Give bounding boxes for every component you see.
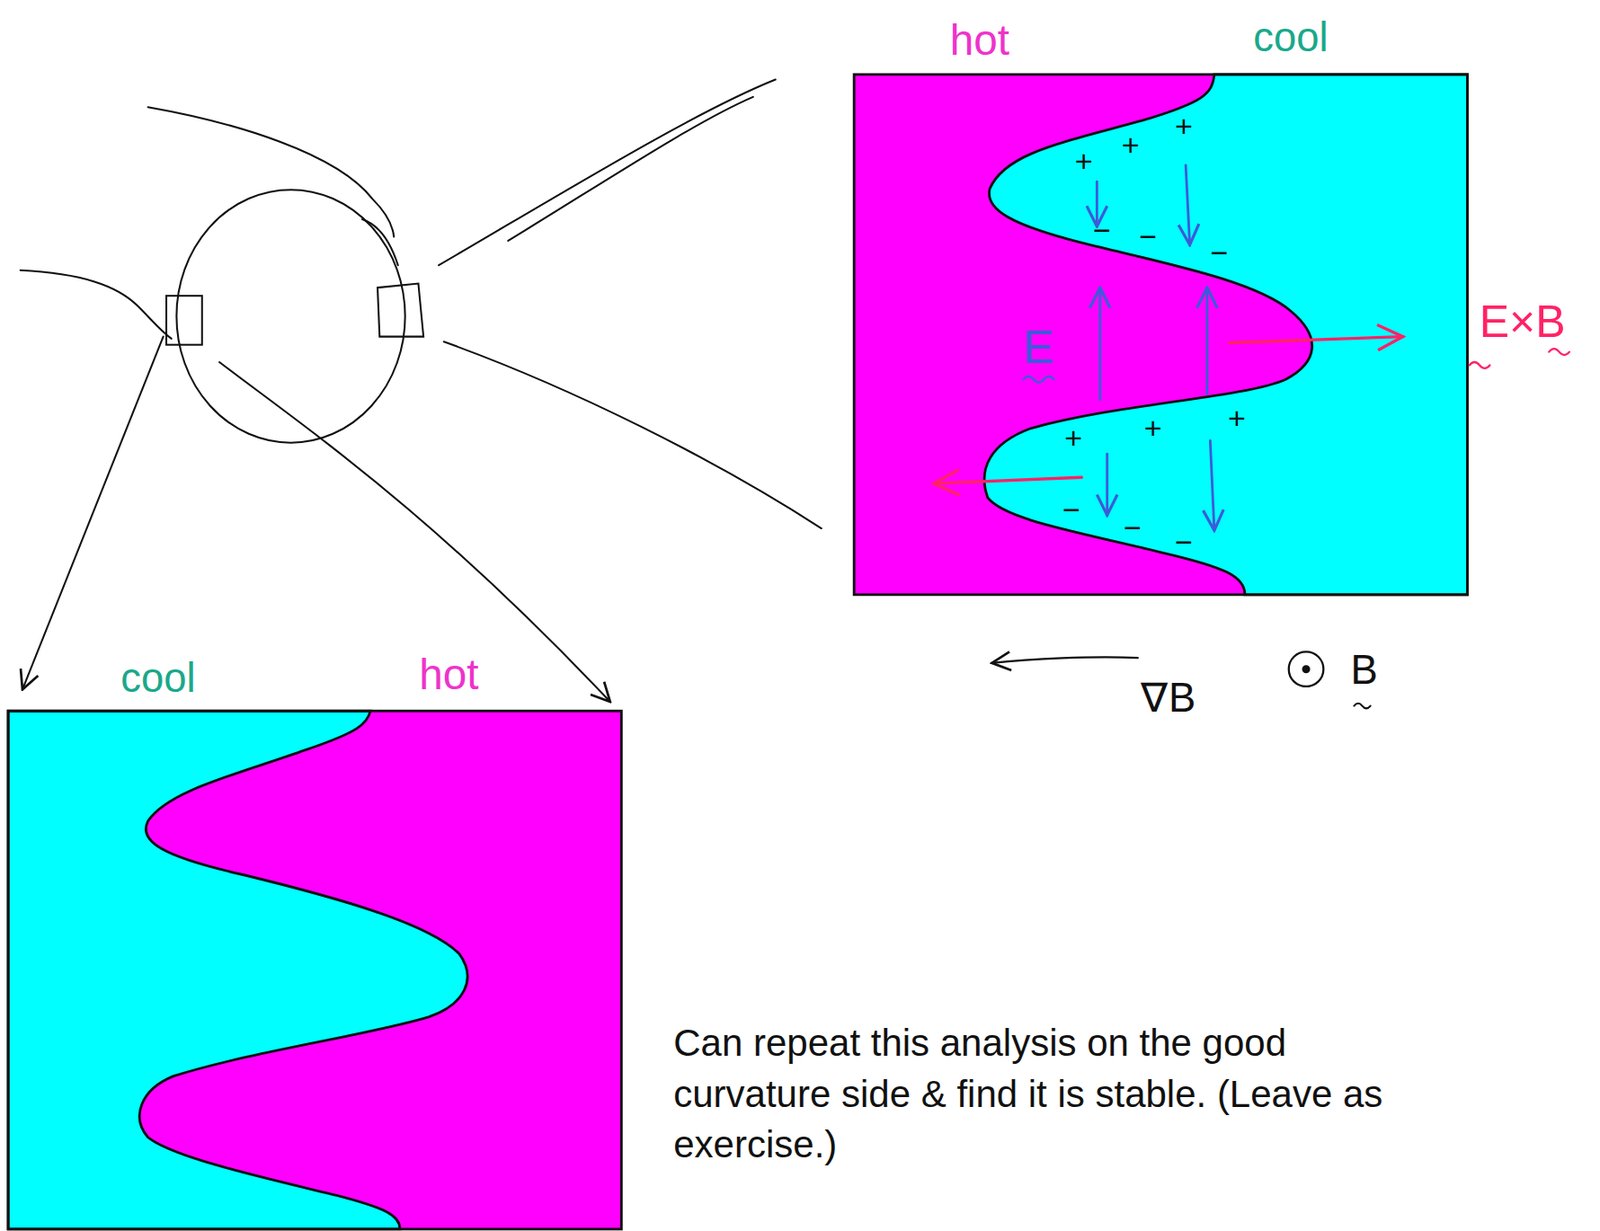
zoom-line bbox=[507, 97, 753, 241]
charge-sign: − bbox=[1138, 221, 1157, 252]
zoom-arrow bbox=[22, 337, 164, 691]
region-label: cool bbox=[1253, 16, 1328, 57]
charge-sign: − bbox=[1093, 215, 1112, 247]
field-line bbox=[148, 106, 395, 237]
charge-sign: − bbox=[1210, 238, 1229, 269]
exb-arrow bbox=[933, 477, 1083, 484]
note-text: Can repeat this analysis on the good cur… bbox=[673, 1018, 1388, 1172]
zoom-line bbox=[438, 80, 776, 267]
region-label: hot bbox=[950, 19, 1010, 63]
charge-sign: + bbox=[1227, 402, 1246, 434]
vector-tilde bbox=[1548, 348, 1570, 356]
vector-tilde bbox=[1353, 703, 1370, 710]
zoom-box bbox=[166, 295, 203, 345]
charge-sign: + bbox=[1174, 111, 1193, 143]
field-label: E bbox=[1022, 323, 1055, 371]
zoom-arrow bbox=[219, 362, 611, 703]
charge-sign: + bbox=[1075, 145, 1094, 177]
e-arrow bbox=[1105, 453, 1109, 516]
vector-tilde bbox=[1469, 362, 1491, 369]
field-label: B bbox=[1351, 648, 1378, 690]
charge-sign: + bbox=[1121, 129, 1140, 160]
out-of-page-symbol bbox=[1288, 651, 1325, 687]
e-arrow bbox=[1098, 287, 1102, 400]
charge-sign: + bbox=[1144, 413, 1163, 445]
hot-region bbox=[8, 711, 622, 1230]
e-field-arrows bbox=[1023, 165, 1215, 531]
charge-sign: + bbox=[1064, 423, 1083, 454]
e-arrow bbox=[1206, 287, 1209, 394]
cool-region bbox=[8, 711, 468, 1230]
panel-border bbox=[853, 74, 1467, 596]
plasma-circle bbox=[176, 189, 405, 444]
field-line bbox=[20, 270, 172, 339]
exb-arrow bbox=[1229, 337, 1404, 344]
torus-sketch bbox=[20, 80, 822, 703]
field-line bbox=[362, 219, 399, 266]
charge-sign: − bbox=[1174, 527, 1193, 559]
region-label: hot bbox=[418, 654, 479, 698]
gradient-label: ∇B bbox=[1140, 677, 1196, 719]
zoom-line bbox=[444, 341, 822, 529]
hot-region bbox=[853, 74, 1467, 596]
panel-border bbox=[8, 711, 622, 1230]
good-curvature-panel bbox=[8, 711, 622, 1230]
e-arrow bbox=[1185, 165, 1191, 246]
vector-tilde bbox=[1023, 376, 1055, 383]
gradient-arrow bbox=[991, 657, 1138, 663]
out-of-page-dot bbox=[1303, 666, 1310, 673]
bad-curvature-panel bbox=[853, 74, 1570, 710]
e-arrow bbox=[1209, 440, 1215, 531]
drift-label: E×B bbox=[1479, 299, 1566, 345]
zoom-box bbox=[377, 284, 424, 338]
charge-sign: − bbox=[1062, 495, 1081, 526]
region-label: cool bbox=[120, 657, 196, 698]
charge-sign: − bbox=[1123, 513, 1142, 544]
cool-region bbox=[984, 74, 1467, 596]
